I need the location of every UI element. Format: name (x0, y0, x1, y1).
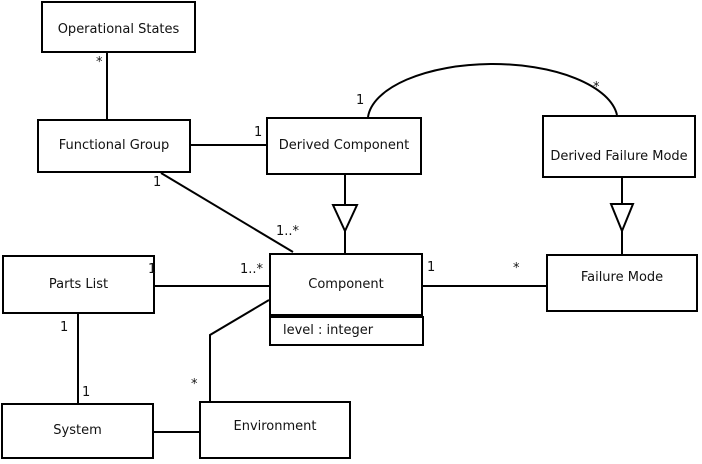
generalization-arrowhead-icon (609, 203, 635, 234)
edge-environment-component (209, 299, 270, 401)
multiplicity-os-fg-star: * (96, 55, 103, 70)
multiplicity-fg-comp-onestar: 1..* (276, 224, 300, 239)
node-component-attributes: level : integer (269, 316, 424, 346)
multiplicity-pl-comp-one: 1 (148, 262, 157, 277)
node-parts-list: Parts List (2, 255, 155, 314)
node-label: Derived Failure Mode (550, 148, 688, 164)
node-label: Component (308, 276, 384, 292)
attribute-text: level : integer (283, 323, 374, 338)
node-label: System (53, 423, 102, 438)
node-failure-mode: Failure Mode (546, 254, 698, 312)
multiplicity-comp-fm-star: * (513, 261, 520, 276)
multiplicity-comp-fm-one: 1 (427, 260, 436, 275)
node-label: Operational States (57, 22, 180, 37)
node-label: Environment (233, 419, 317, 434)
multiplicity-env-comp-star: * (191, 377, 198, 392)
node-label: Parts List (48, 276, 109, 292)
node-derived-failure-mode: Derived Failure Mode (542, 115, 696, 178)
node-operational-states: Operational States (41, 1, 196, 53)
multiplicity-dc-dfm-one: 1 (356, 93, 365, 108)
node-label: Functional Group (58, 138, 170, 153)
multiplicity-fg-comp-one: 1 (153, 175, 162, 190)
node-system: System (1, 403, 154, 459)
edge-derived-component-derived-failure-mode-arc (367, 63, 618, 118)
node-functional-group: Functional Group (37, 119, 191, 173)
node-component: Component (269, 253, 423, 316)
node-label: Derived Component (278, 138, 410, 153)
generalization-arrowhead-icon (331, 204, 359, 234)
multiplicity-fg-dc-one: 1 (254, 125, 263, 140)
node-environment: Environment (199, 401, 351, 459)
multiplicity-pl-sys-one-top: 1 (60, 320, 69, 335)
node-label: Failure Mode (580, 270, 664, 285)
multiplicity-pl-sys-one-bottom: 1 (82, 385, 91, 400)
multiplicity-dc-dfm-star: * (593, 80, 600, 95)
multiplicity-pl-comp-onestar: 1..* (240, 262, 264, 277)
node-derived-component: Derived Component (266, 117, 422, 175)
edge-functional-group-component (160, 172, 294, 253)
